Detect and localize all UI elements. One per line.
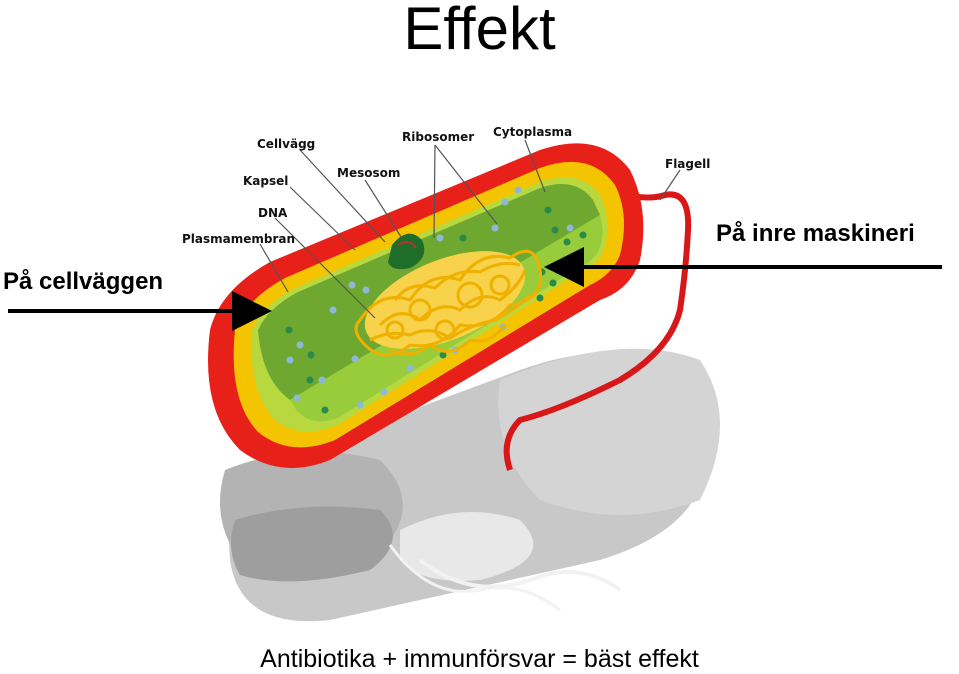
mesosome	[388, 233, 425, 270]
label-cytoplasma: Cytoplasma	[493, 125, 572, 139]
label-on-cell-wall: På cellväggen	[3, 268, 164, 295]
label-flagell: Flagell	[665, 157, 710, 171]
ribosomes	[285, 186, 587, 414]
slide-title: Effekt	[403, 0, 556, 62]
label-ribosomer: Ribosomer	[402, 130, 474, 144]
label-plasmamembran: Plasmamembran	[182, 232, 295, 246]
leader-lines	[259, 139, 681, 319]
label-cellvagg: Cellvägg	[257, 137, 315, 151]
label-kapsel: Kapsel	[243, 174, 288, 188]
dna-nucleoid	[354, 249, 543, 357]
shadow-cells	[220, 348, 720, 622]
label-dna: DNA	[258, 206, 288, 220]
label-mesosom: Mesosom	[337, 166, 400, 180]
footer-text: Antibiotika + immunförsvar = bäst effekt	[260, 645, 699, 673]
label-on-inner-machinery: På inre maskineri	[716, 220, 915, 247]
flagellum	[503, 191, 692, 471]
